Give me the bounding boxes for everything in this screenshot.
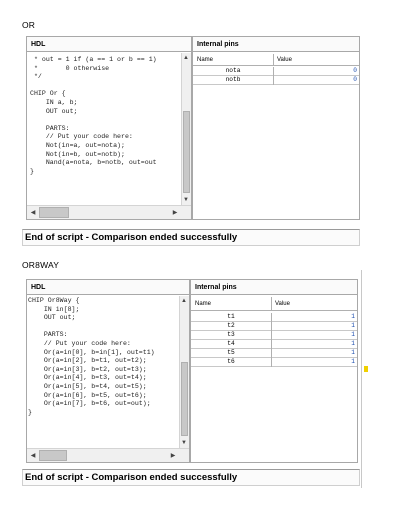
scroll-down-arrow-icon[interactable]: ▼ — [181, 440, 187, 446]
code-line: Or(a=in[7], b=t6, out=out); — [28, 400, 151, 408]
code-line: IN in[8]; — [28, 305, 80, 313]
pin-name: t6 — [227, 358, 235, 365]
or-section-title: OR — [22, 20, 36, 30]
code-line: Or(a=in[5], b=t4, out=t5); — [28, 382, 147, 390]
code-line: IN a, b; — [30, 98, 78, 106]
scroll-right-arrow-icon[interactable]: ▶ — [172, 210, 178, 216]
or8way-internal-pins-header: Internal pins — [191, 280, 357, 295]
or8way-hdl-panel: HDL CHIP Or8Way { IN in[8]; OUT out; PAR… — [26, 279, 190, 463]
or-status-message: End of script - Comparison ended success… — [22, 229, 360, 246]
pin-name: t4 — [227, 340, 235, 347]
column-divider — [271, 297, 272, 311]
or-hdl-vertical-scroll-thumb[interactable] — [183, 111, 190, 193]
code-line: Nand(a=nota, b=notb, out=out — [30, 159, 157, 167]
pin-name: notb — [225, 76, 241, 83]
pin-value: 1 — [271, 313, 357, 322]
side-panel-edge — [361, 270, 371, 488]
code-line: PARTS: — [30, 124, 70, 132]
scroll-left-arrow-icon[interactable]: ◀ — [30, 453, 36, 459]
code-line: */ — [30, 73, 42, 81]
or8way-internal-pins-panel: Internal pins Name Value t1 1 t2 1 t3 1 t4 1 t5 1… — [190, 279, 358, 463]
or8way-pins-col-name: Name — [195, 301, 212, 307]
or-hdl-horizontal-scroll-thumb[interactable] — [39, 207, 69, 218]
or-pins-table-header: Name Value — [193, 54, 359, 66]
code-line: OUT out; — [28, 314, 76, 322]
or8way-status-message: End of script - Comparison ended success… — [22, 469, 360, 486]
or8way-pins-table-header: Name Value — [191, 297, 357, 311]
or-hdl-vertical-scrollbar[interactable]: ▲ ▼ — [181, 53, 191, 205]
code-line — [30, 116, 180, 125]
or8way-hdl-header: HDL — [27, 280, 189, 295]
code-line: // Put your code here: — [28, 339, 131, 347]
code-line: // Put your code here: — [30, 133, 133, 141]
code-line: } — [30, 167, 34, 175]
pin-row[interactable]: nota 0 — [193, 67, 359, 76]
code-line: * 0 otherwise — [30, 64, 110, 72]
or-hdl-code-editor[interactable]: * out = 1 if (a == 1 or b == 1) * 0 othe… — [30, 56, 180, 204]
pin-value: 1 — [271, 358, 357, 367]
pin-row[interactable]: t6 1 — [191, 358, 357, 367]
or-hdl-horizontal-scrollbar[interactable]: ◀ ▶ — [27, 205, 191, 219]
pin-value: 0 — [273, 76, 359, 85]
scroll-down-arrow-icon[interactable]: ▼ — [183, 197, 189, 203]
pin-name: nota — [225, 67, 241, 74]
code-line: Or(a=in[4], b=t3, out=t4); — [28, 374, 147, 382]
pin-name: t1 — [227, 313, 235, 320]
or-pins-col-name: Name — [197, 57, 214, 63]
code-line: CHIP Or8Way { — [28, 297, 80, 304]
scroll-up-arrow-icon[interactable]: ▲ — [181, 298, 187, 304]
pin-row[interactable]: t3 1 — [191, 331, 357, 340]
or8way-hdl-vertical-scroll-thumb[interactable] — [181, 362, 188, 436]
column-divider — [273, 54, 274, 66]
scroll-right-arrow-icon[interactable]: ▶ — [170, 453, 176, 459]
or-internal-pins-panel: Internal pins Name Value nota 0 notb 0 — [192, 36, 360, 220]
code-line: * out = 1 if (a == 1 or b == 1) — [30, 56, 157, 63]
pin-name: t2 — [227, 322, 235, 329]
code-line: } — [28, 408, 32, 416]
or8way-hdl-code-editor[interactable]: CHIP Or8Way { IN in[8]; OUT out; PARTS: … — [28, 297, 178, 447]
pin-row[interactable]: t1 1 — [191, 313, 357, 322]
scroll-left-arrow-icon[interactable]: ◀ — [30, 210, 36, 216]
pin-value: 1 — [271, 349, 357, 358]
pin-value: 1 — [271, 340, 357, 349]
pin-value: 0 — [273, 67, 359, 76]
code-line: Not(in=a, out=nota); — [30, 141, 125, 149]
code-line: OUT out; — [30, 107, 78, 115]
code-line: Or(a=in[0], b=in[1], out=t1) — [28, 348, 155, 356]
scroll-up-arrow-icon[interactable]: ▲ — [183, 55, 189, 61]
or-pins-col-value: Value — [277, 57, 292, 63]
or8way-hdl-horizontal-scroll-thumb[interactable] — [39, 450, 67, 461]
pin-row[interactable]: t5 1 — [191, 349, 357, 358]
or-internal-pins-header: Internal pins — [193, 37, 359, 52]
or8way-hdl-horizontal-scrollbar[interactable]: ◀ ▶ — [27, 448, 189, 462]
pin-name: t5 — [227, 349, 235, 356]
or-hdl-header: HDL — [27, 37, 191, 52]
or8way-section-title: OR8WAY — [22, 260, 60, 270]
code-line: Not(in=b, out=notb); — [30, 150, 125, 158]
highlight-marker — [364, 366, 368, 372]
pin-value: 1 — [271, 322, 357, 331]
code-line: Or(a=in[6], b=t5, out=t6); — [28, 391, 147, 399]
pin-row[interactable]: t2 1 — [191, 322, 357, 331]
code-line: Or(a=in[3], b=t2, out=t3); — [28, 365, 147, 373]
pin-row[interactable]: notb 0 — [193, 76, 359, 85]
pin-row[interactable]: t4 1 — [191, 340, 357, 349]
code-line: Or(a=in[2], b=t1, out=t2); — [28, 357, 147, 365]
or-hdl-panel: HDL * out = 1 if (a == 1 or b == 1) * 0 … — [26, 36, 192, 220]
code-line — [30, 82, 180, 91]
or8way-hdl-vertical-scrollbar[interactable]: ▲ ▼ — [179, 296, 189, 448]
or8way-pins-col-value: Value — [275, 301, 290, 307]
pin-name: t3 — [227, 331, 235, 338]
code-line — [28, 323, 178, 332]
code-line: CHIP Or { — [30, 90, 66, 98]
code-line: PARTS: — [28, 331, 68, 339]
pin-value: 1 — [271, 331, 357, 340]
